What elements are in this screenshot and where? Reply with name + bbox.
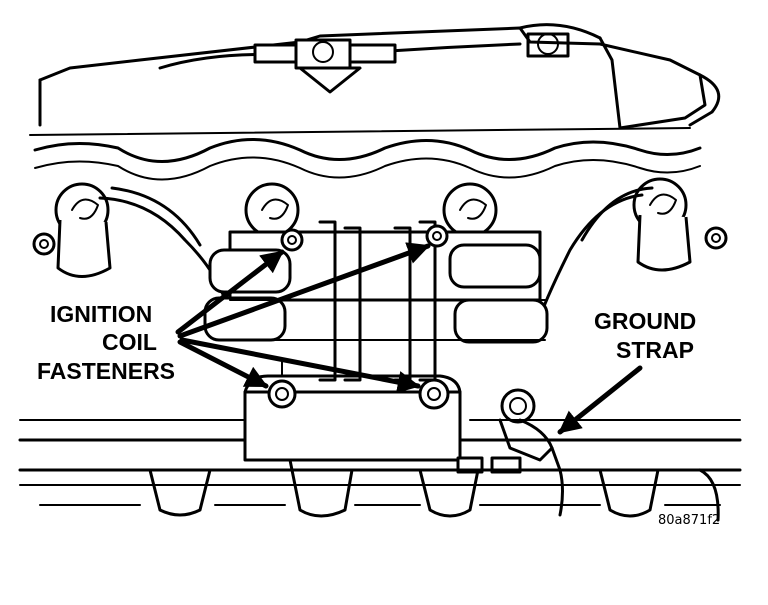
figure-id: 80a871f2 xyxy=(658,513,720,528)
arrow-coil-fastener-top-right xyxy=(177,242,431,339)
arrow-coil-fastener-top-left xyxy=(175,249,285,335)
label-ground: GROUND xyxy=(594,308,696,334)
label-ignition: IGNITION xyxy=(50,301,152,327)
cover-seam xyxy=(33,138,702,163)
spark-plug-boots xyxy=(54,177,692,278)
callout-arrows xyxy=(175,242,643,435)
ground-strap-label: GROUND STRAP xyxy=(594,308,696,363)
label-fasteners: FASTENERS xyxy=(37,358,175,384)
side-bolts xyxy=(32,226,728,256)
arrow-coil-fastener-bottom-left xyxy=(177,339,269,389)
ignition-coil-pack xyxy=(203,220,549,382)
fuel-rail-fitting xyxy=(253,32,570,94)
label-strap: STRAP xyxy=(616,337,694,363)
engine-block xyxy=(18,419,742,522)
cover-seam-inner xyxy=(34,156,701,181)
label-coil: COIL xyxy=(102,329,157,355)
valve-cover xyxy=(29,23,721,136)
ignition-coil-fasteners-label: IGNITION COIL FASTENERS xyxy=(37,301,175,384)
arrow-coil-fastener-bottom-right xyxy=(179,337,421,394)
arrow-ground-strap xyxy=(557,365,643,435)
